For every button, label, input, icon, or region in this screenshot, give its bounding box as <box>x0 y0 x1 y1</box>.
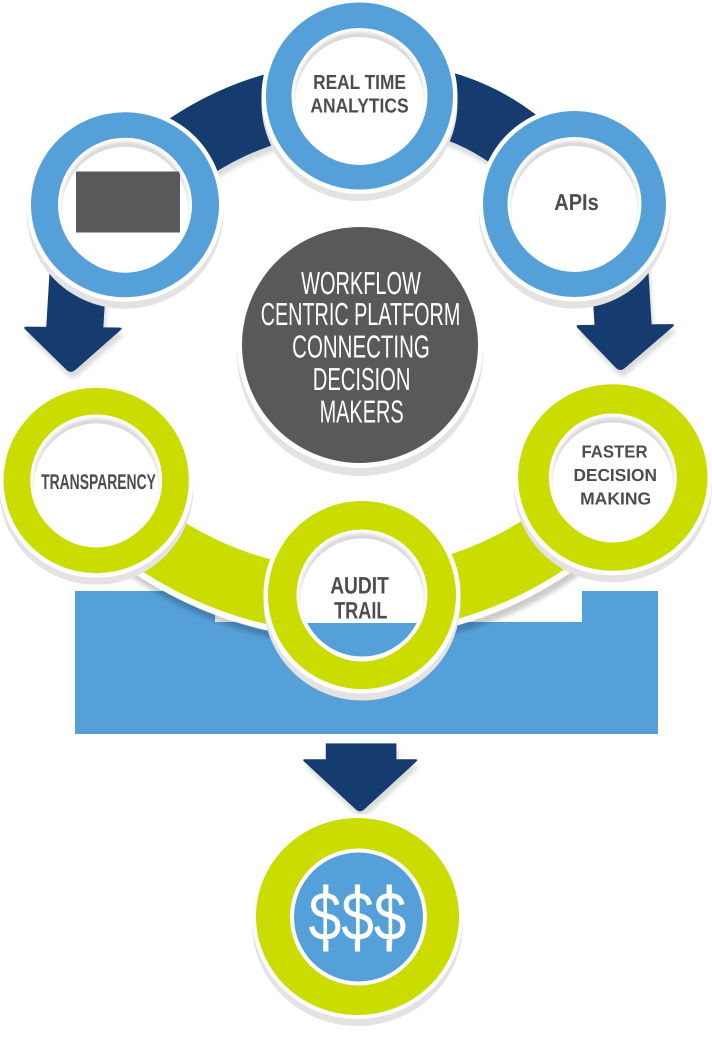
svg-text:ANALYTICS: ANALYTICS <box>310 96 408 118</box>
svg-text:FASTER: FASTER <box>581 442 647 462</box>
svg-text:TRANSPARENCY: TRANSPARENCY <box>41 471 156 494</box>
svg-text:APIs: APIs <box>554 189 598 215</box>
svg-text:DECISION: DECISION <box>313 361 411 397</box>
svg-text:MAKERS: MAKERS <box>320 394 404 430</box>
svg-text:TRAIL: TRAIL <box>334 598 387 625</box>
svg-text:DECISION: DECISION <box>573 465 656 485</box>
svg-text:REAL TIME: REAL TIME <box>313 72 406 94</box>
svg-text:CENTRIC PLATFORM: CENTRIC PLATFORM <box>261 296 461 332</box>
svg-text:CONNECTING: CONNECTING <box>292 328 430 364</box>
svg-text:MAKING: MAKING <box>580 489 651 509</box>
svg-text:WORKFLOW: WORKFLOW <box>301 265 421 301</box>
svg-text:AUDIT: AUDIT <box>330 572 389 599</box>
